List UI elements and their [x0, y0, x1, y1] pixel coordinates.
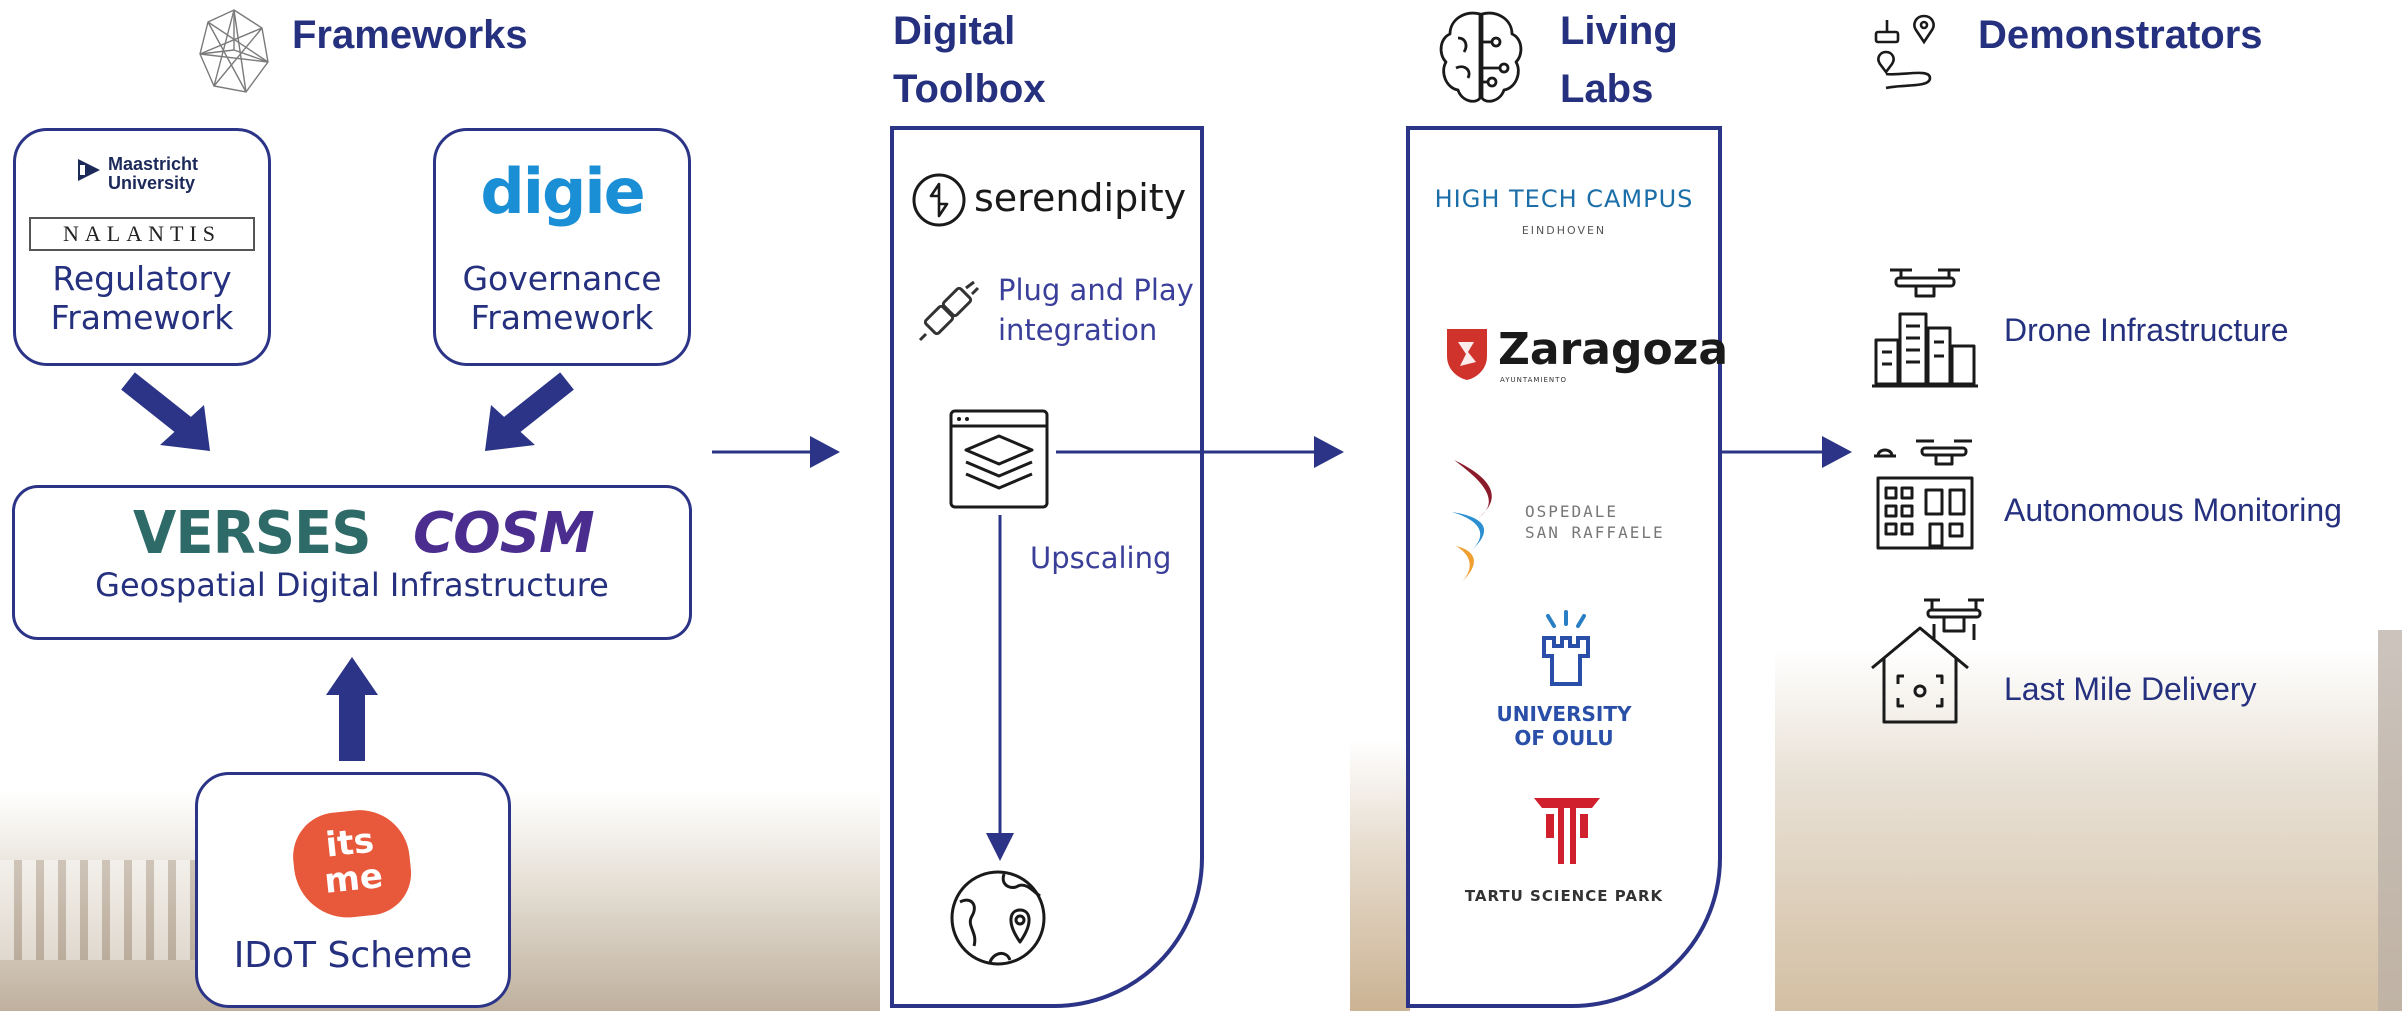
- brain-icon: [1439, 11, 1523, 103]
- background-photo-right: [1775, 650, 2402, 1011]
- arrow-idot-to-infrastructure: [326, 657, 378, 761]
- arrow-living-labs-to-demonstrators: [1720, 436, 1852, 468]
- plug-icon: [918, 280, 980, 342]
- serendipity-logo-text: serendipity: [974, 176, 1187, 220]
- nalantis-logo: NALANTIS: [29, 217, 255, 251]
- zaragoza-shield-icon: [1447, 329, 1487, 380]
- high-tech-campus-logo-line1: HIGH TECH CAMPUS: [1434, 185, 1694, 213]
- frameworks-heading: Frameworks: [292, 13, 528, 57]
- maastricht-logo-text-1: Maastricht: [108, 154, 199, 174]
- verses-logo: VERSES: [133, 499, 372, 568]
- zaragoza-logo-subtext: AYUNTAMIENTO: [1500, 376, 1567, 384]
- drone-infrastructure-label: Drone Infrastructure: [2004, 312, 2289, 348]
- plug-and-play-label-line1: Plug and Play: [998, 273, 1194, 307]
- digie-logo: digie: [436, 159, 688, 225]
- route-pins-icon: [1874, 14, 1935, 90]
- living-labs-heading-line2: Labs: [1560, 67, 1654, 111]
- upscaling-arrow: [986, 515, 1014, 861]
- itsme-logo: its me: [288, 805, 416, 923]
- zaragoza-logo-text: Zaragoza: [1498, 324, 1729, 375]
- arrow-governance-to-infrastructure: [485, 372, 574, 451]
- drone-city-icon: [1872, 268, 1978, 388]
- regulatory-framework-box: Maastricht University NALANTIS Regulator…: [13, 128, 271, 366]
- digie-logo-text: digie: [480, 155, 645, 228]
- drone-house-icon: [1871, 598, 1984, 724]
- living-labs-heading-line1: Living: [1560, 9, 1678, 53]
- arrow-frameworks-to-toolbox: [712, 436, 840, 468]
- maastricht-university-logo-icon: [78, 159, 100, 181]
- tartu-science-park-text: TARTU SCIENCE PARK: [1464, 887, 1664, 905]
- network-sphere-icon: [199, 9, 269, 93]
- drone-building-icon: [1874, 439, 1974, 550]
- ospedale-san-raffaele-logo-icon: [1452, 460, 1492, 582]
- regulatory-label-line1: Regulatory: [52, 259, 232, 298]
- high-tech-campus-logo-line2: EINDHOVEN: [1521, 224, 1607, 237]
- university-of-oulu-line1: UNIVERSITY: [1496, 702, 1632, 726]
- background-photo-middle: [1350, 740, 1410, 1011]
- tartu-science-park-logo-icon: [1534, 798, 1600, 864]
- governance-label-line1: Governance: [462, 259, 662, 298]
- idot-scheme-box: its me IDoT Scheme: [195, 772, 511, 1008]
- demonstrators-heading: Demonstrators: [1978, 13, 2263, 57]
- geospatial-infrastructure-label: Geospatial Digital Infrastructure: [95, 566, 609, 604]
- governance-framework-box: digie Governance Framework: [433, 128, 691, 366]
- ospedale-logo-line1: OSPEDALE: [1525, 502, 1619, 521]
- governance-label-line2: Framework: [470, 298, 654, 337]
- last-mile-delivery-label: Last Mile Delivery: [2004, 671, 2257, 707]
- cosm-logo: COSM: [413, 501, 595, 566]
- background-building-right: [2378, 630, 2402, 1011]
- plug-and-play-label-line2: integration: [998, 313, 1158, 347]
- upscaling-label: Upscaling: [1030, 541, 1172, 575]
- digital-toolbox-heading-line2: Toolbox: [893, 67, 1046, 111]
- serendipity-logo-icon: [912, 173, 966, 227]
- arrow-toolbox-to-living-labs: [1056, 436, 1344, 468]
- digital-toolbox-heading-line1: Digital: [893, 9, 1016, 53]
- living-labs-column: HIGH TECH CAMPUS EINDHOVEN Zaragoza AYUN…: [1406, 126, 1728, 1008]
- autonomous-monitoring-label: Autonomous Monitoring: [2004, 492, 2342, 528]
- globe-location-icon: [950, 870, 1046, 966]
- university-of-oulu-logo-icon: [1542, 610, 1590, 686]
- regulatory-label-line2: Framework: [50, 298, 234, 337]
- digital-toolbox-column: serendipity Plug and Play integration Up…: [890, 126, 1204, 1008]
- ospedale-logo-line2: SAN RAFFAELE: [1525, 523, 1665, 542]
- university-of-oulu-line2: OF OULU: [1514, 726, 1614, 750]
- geospatial-infrastructure-box: VERSES COSM Geospatial Digital Infrastru…: [12, 485, 692, 640]
- arrow-regulatory-to-infrastructure: [121, 372, 210, 451]
- layers-window-icon: [949, 409, 1049, 509]
- maastricht-logo-text-2: University: [108, 173, 196, 193]
- idot-scheme-label: IDoT Scheme: [233, 935, 473, 976]
